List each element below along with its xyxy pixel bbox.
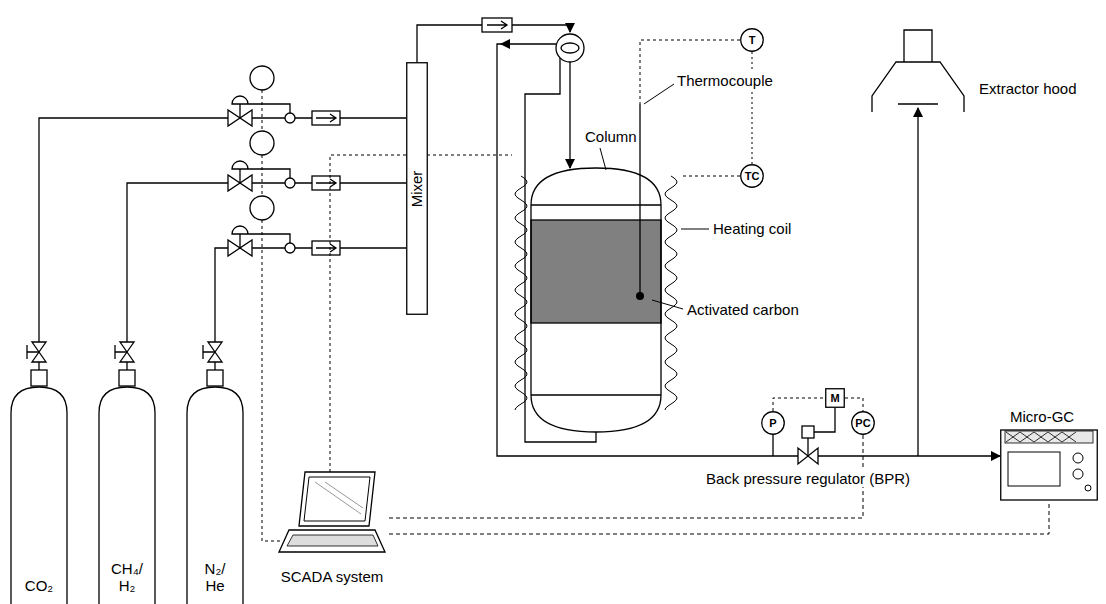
gas-cylinder: N₂/ He [186,385,244,604]
node-label: Mixer [408,170,425,207]
gas-cylinder: CH₄/ H₂ [98,385,156,604]
node-label: TC [740,164,764,188]
instrument-circle: TC [740,164,764,188]
node-label: M [825,388,845,408]
coil-winding [665,176,677,410]
extractor-hood [872,30,964,112]
signal-line [845,398,863,411]
motor-box: M [825,388,845,408]
scada-laptop: SCADA system [275,468,389,594]
part-label: Extractor hood [978,80,1078,97]
node-label: T [740,28,764,52]
node-label: CH₄/ H₂ [106,560,148,595]
node-label: P [761,411,785,435]
node-outline [10,385,68,604]
heating-coil [515,176,677,410]
node-label: CO₂ [18,577,60,594]
cylinder-valves [27,342,223,386]
instrument-circle: T [740,28,764,52]
gas-cylinder: CO₂ [10,385,68,604]
mixer-box: Mixer [406,62,428,315]
signal-line [773,398,825,411]
micro-gc: Micro-GC [1000,406,1098,502]
node-label: Micro-GC [1010,408,1074,425]
back-pressure-regulator [798,408,835,464]
part-label: Back pressure regulator (BPR) [705,470,911,487]
part-label: Activated carbon [686,301,800,318]
part-label: Thermocouple [676,72,774,89]
gas-line [215,248,406,385]
signal-line [389,502,1049,534]
node-label: SCADA system [275,568,389,585]
instrument-circle: P [761,411,785,435]
process-piping [417,18,1000,456]
part-label: Heating coil [712,220,792,237]
node-label: N₂/ He [194,560,236,595]
part-label: Column [584,128,638,145]
mass-flow-controllers [228,66,340,256]
gas-line [127,183,406,385]
node-label: PC [851,411,875,435]
adsorption-column [531,104,661,432]
signal-line [752,52,753,164]
gas-line [39,118,406,385]
instrument-circle: PC [851,411,875,435]
leader-lines [600,84,709,309]
signal-lines [262,40,740,541]
coil-winding [515,176,527,410]
